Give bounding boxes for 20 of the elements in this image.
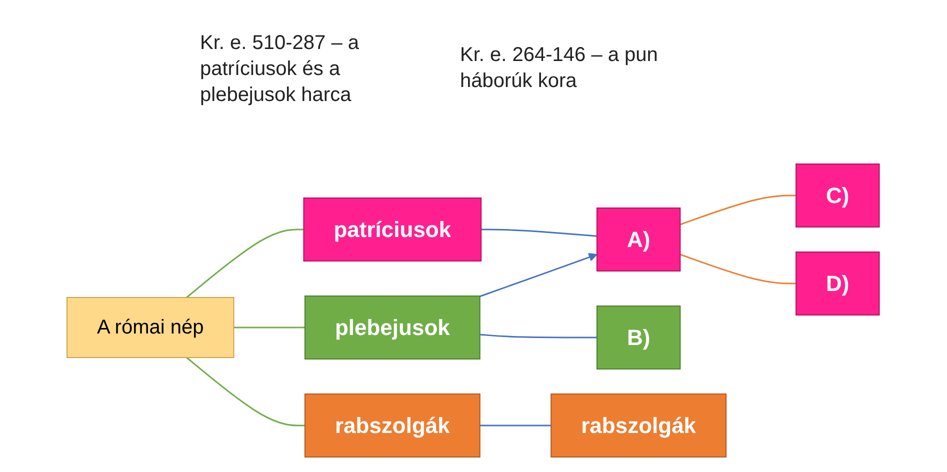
node-box: plebejusok (304, 295, 481, 359)
node-box: rabszolgák (550, 393, 727, 457)
connector (234, 326, 306, 328)
period-note: Kr. e. 264-146 – a pun háborúk kora (460, 43, 659, 94)
node-box: C) (796, 163, 880, 227)
node-box: B) (596, 305, 682, 369)
node-box: patríciusok (304, 197, 482, 261)
connector (680, 253, 796, 284)
arrow (480, 252, 598, 297)
node-box: A) (596, 207, 682, 271)
node-box: rabszolgák (304, 393, 481, 457)
connector (186, 356, 306, 426)
connector (480, 424, 552, 426)
connector (481, 228, 598, 236)
connector (680, 194, 796, 225)
period-note: Kr. e. 510-287 – a patríciusok és a plebejusok harca (200, 31, 360, 108)
connector (186, 228, 304, 298)
node-box: D) (796, 251, 880, 315)
connector (480, 333, 598, 338)
node-box: A római nép (66, 296, 235, 358)
